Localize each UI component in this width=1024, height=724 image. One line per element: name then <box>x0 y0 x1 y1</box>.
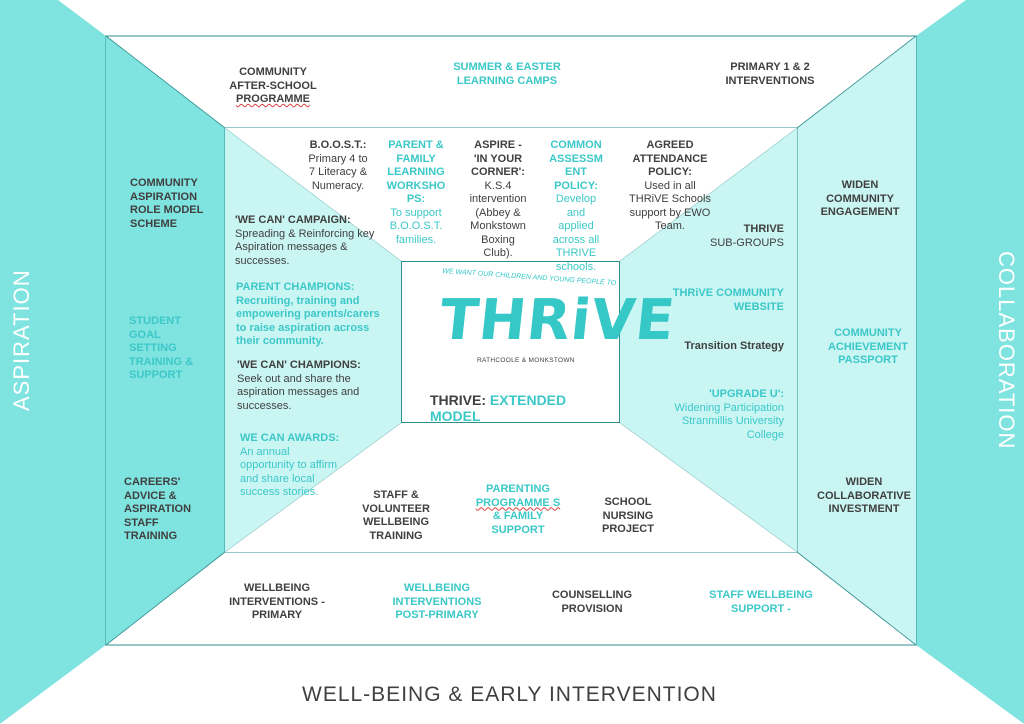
staff-volunteer-wellbeing: STAFF & VOLUNTEER WELLBEING TRAINING <box>362 489 430 542</box>
inner-top-wedge <box>225 128 797 261</box>
bottom-outer-band <box>0 645 1024 724</box>
side-label-aspiration: ASPIRATION <box>9 269 34 411</box>
thrive-logo: THRiVE <box>436 288 679 353</box>
wellbeing-primary: WELLBEING INTERVENTIONS - PRIMARY <box>229 582 325 621</box>
parent-family-workshops: PARENT & FAMILY LEARNING WORKSHO PS: To … <box>386 139 446 246</box>
center-title-part1: THRIVE: <box>430 392 490 408</box>
community-achievement-passport: COMMUNITY ACHIEVEMENT PASSPORT <box>827 327 909 366</box>
left-outer-band <box>0 0 106 724</box>
summer-easter-camps: SUMMER & EASTER LEARNING CAMPS <box>453 61 561 87</box>
right-mid-band <box>797 36 916 645</box>
widen-community-engagement: WIDEN COMMUNITY ENGAGEMENT <box>820 179 900 218</box>
inner-bottom-wedge <box>225 423 797 552</box>
logo-subtitle: RATHCOOLE & MONKSTOWN <box>477 357 575 364</box>
right-outer-band <box>916 0 1024 724</box>
center-title-part2: EXTENDED MODEL <box>430 392 567 424</box>
thrive-center-box: WE WANT OUR CHILDREN AND YOUNG PEOPLE TO… <box>401 261 678 424</box>
we-can-campaign: 'WE CAN' CAMPAIGN: Spreading & Reinforci… <box>235 214 375 267</box>
school-nursing-project: SCHOOL NURSING PROJECT <box>602 496 654 535</box>
boost-programme: B.O.O.S.T.: Primary 4 to 7 Literacy & Nu… <box>308 139 368 192</box>
thrive-sub-groups: THRIVE SUB-GROUPS <box>710 223 784 249</box>
top-outer-band <box>58 0 966 36</box>
thrive-community-website: THRiVE COMMUNITY WEBSITE <box>672 287 784 313</box>
common-assessment-policy: COMMON ASSESSM ENT POLICY: Develop and a… <box>549 139 603 273</box>
agreed-attendance-policy: AGREED ATTENDANCE POLICY: Used in all TH… <box>629 139 711 232</box>
center-title: THRIVE: EXTENDED MODEL <box>430 392 610 424</box>
inner-right-wedge <box>620 128 797 552</box>
careers-advice: CAREERS' ADVICE & ASPIRATION STAFF TRAIN… <box>124 476 192 542</box>
widen-collaborative-investment: WIDEN COLLABORATIVE INVESTMENT <box>817 476 911 515</box>
community-role-model: COMMUNITY ASPIRATION ROLE MODEL SCHEME <box>130 177 204 230</box>
primary-interventions: PRIMARY 1 & 2 INTERVENTIONS <box>725 61 815 87</box>
upgrade-u: 'UPGRADE U': Widening Participation Stra… <box>674 388 784 441</box>
parenting-programmes: PARENTING PROGRAMME S & FAMILY SUPPORT <box>475 483 561 536</box>
transition-strategy: Transition Strategy <box>684 340 784 352</box>
community-after-school: COMMUNITY AFTER-SCHOOL PROGRAMME <box>229 66 317 105</box>
left-mid-band <box>106 36 225 645</box>
inner-left-wedge <box>225 128 401 552</box>
aspire-in-your-corner: ASPIRE - 'IN YOUR CORNER': K.S.4 interve… <box>469 139 527 259</box>
student-goal-setting: STUDENT GOAL SETTING TRAINING & SUPPORT <box>129 315 194 381</box>
staff-wellbeing-support: STAFF WELLBEING SUPPORT - <box>709 589 813 615</box>
side-label-collaboration: COLLABORATION <box>994 251 1019 450</box>
parent-champions: PARENT CHAMPIONS: Recruiting, training a… <box>236 281 380 347</box>
counselling-provision: COUNSELLING PROVISION <box>551 589 633 615</box>
we-can-champions: 'WE CAN' CHAMPIONS: Seek out and share t… <box>237 359 361 412</box>
wellbeing-post-primary: WELLBEING INTERVENTIONS POST-PRIMARY <box>392 582 482 621</box>
side-label-wellbeing: WELL-BEING & EARLY INTERVENTION <box>302 683 717 706</box>
we-can-awards: WE CAN AWARDS: An annual opportunity to … <box>240 432 340 498</box>
